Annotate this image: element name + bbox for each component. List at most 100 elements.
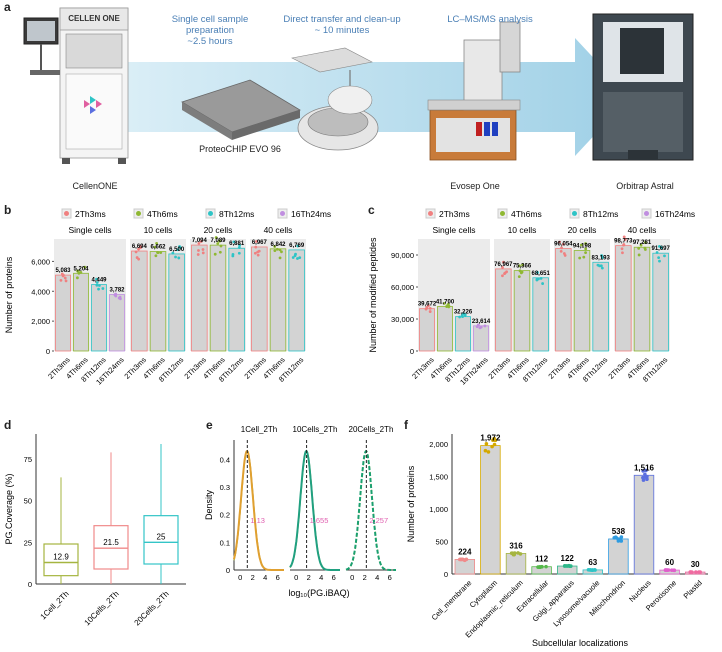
x-tick-label: 6 <box>332 573 336 582</box>
data-point <box>296 244 300 248</box>
data-point <box>428 310 432 313</box>
data-point <box>196 253 200 256</box>
y-tick-label: 4,000 <box>31 287 50 296</box>
data-point <box>253 251 257 255</box>
data-point <box>197 249 200 252</box>
data-point <box>516 551 520 555</box>
data-point <box>641 469 645 473</box>
data-point <box>63 276 67 280</box>
x-tick-label: 0 <box>294 573 298 582</box>
data-point <box>538 565 543 569</box>
bar-value-label: 94,198 <box>573 244 592 250</box>
data-point <box>483 448 488 453</box>
legend-dot-2Th3ms <box>428 211 433 216</box>
data-point <box>156 250 159 254</box>
data-point <box>658 259 661 263</box>
data-point <box>201 248 205 251</box>
data-point <box>490 444 494 449</box>
panel-letter-e: e <box>206 418 213 432</box>
bar-2Th3ms <box>251 246 268 352</box>
data-point <box>213 252 217 256</box>
cellenone-machine-illustration <box>23 7 129 164</box>
x-tick-label: 2 <box>363 573 367 582</box>
data-point <box>59 278 63 282</box>
data-point <box>293 254 297 258</box>
data-point <box>637 253 641 257</box>
bar-8Th12ms <box>288 249 305 352</box>
data-point <box>622 243 625 247</box>
bar-4Th6ms <box>209 244 227 352</box>
bar-value-label: 6,967 <box>252 240 268 246</box>
data-point <box>663 254 666 258</box>
bar-2Th3ms <box>615 245 632 352</box>
bar-value-label: 96,054 <box>554 242 573 248</box>
data-point <box>593 568 597 572</box>
data-point <box>637 246 641 250</box>
bar-value-label: 30 <box>691 560 700 569</box>
data-point <box>95 277 98 281</box>
bar-Endoplasmic_reticulum <box>505 553 527 575</box>
bar-value-label: 76,967 <box>494 262 513 268</box>
bar-8Th12ms <box>652 252 669 352</box>
step3-label: LC–MS/MS analysis <box>447 14 533 25</box>
data-point <box>201 251 205 255</box>
data-point <box>501 274 504 278</box>
y-axis-label: Number of modified peptides <box>368 237 378 353</box>
data-point <box>670 568 674 573</box>
data-point <box>159 251 163 255</box>
data-point <box>291 256 295 259</box>
data-point <box>458 557 462 562</box>
data-point <box>569 564 573 568</box>
data-point <box>174 255 177 259</box>
bar-value-label: 63 <box>588 558 597 567</box>
median-label: 1.655 <box>310 516 329 525</box>
data-point <box>643 246 647 250</box>
bar-Mitochondrion <box>608 538 629 575</box>
legend-dot-2Th3ms <box>64 211 69 216</box>
orbitrap-label: Orbitrap Astral <box>616 181 674 191</box>
data-point <box>505 270 508 274</box>
bar-value-label: 112 <box>535 555 548 564</box>
centrifuge-illustration <box>297 85 379 151</box>
data-point <box>237 246 241 249</box>
data-point <box>544 564 548 569</box>
data-point <box>535 277 539 281</box>
x-tick-label: 4 <box>263 573 267 582</box>
bar-value-label: 39,672 <box>418 302 437 308</box>
bar-value-label: 91,697 <box>651 246 670 252</box>
data-point <box>502 260 505 264</box>
data-point <box>641 478 646 482</box>
data-point <box>518 269 522 273</box>
data-point <box>655 251 659 254</box>
x-tick-label: 0 <box>350 573 354 582</box>
x-tick-label: 0 <box>238 573 242 582</box>
box-median-label: 25 <box>157 532 166 541</box>
data-point <box>562 252 566 255</box>
legend-dot-16Th24ms <box>280 211 285 216</box>
data-point <box>517 275 521 279</box>
data-point <box>199 240 203 243</box>
data-point <box>518 264 521 268</box>
bar-value-label: 5,204 <box>73 266 89 272</box>
x-tick-label: Plastid <box>682 578 704 600</box>
x-tick-label: 4 <box>319 573 323 582</box>
x-tick-label: 10Cells_2Th <box>83 589 121 627</box>
data-point <box>619 535 624 539</box>
data-point <box>512 552 517 557</box>
data-point <box>694 570 698 574</box>
x-axis-label: log₁₀(PG.iBAQ) <box>288 588 349 598</box>
data-point <box>663 568 668 572</box>
data-point <box>558 240 561 244</box>
cellenone-label: CellenONE <box>72 181 118 191</box>
x-tick-label: 2 <box>251 573 255 582</box>
x-tick-label: 1Cell_2Th <box>39 589 71 621</box>
bar-2Th3ms <box>55 274 71 352</box>
data-point <box>154 254 158 258</box>
data-point <box>564 564 569 568</box>
data-point <box>256 253 260 257</box>
y-tick-label: 0 <box>46 347 50 356</box>
evosep-illustration <box>427 21 521 161</box>
